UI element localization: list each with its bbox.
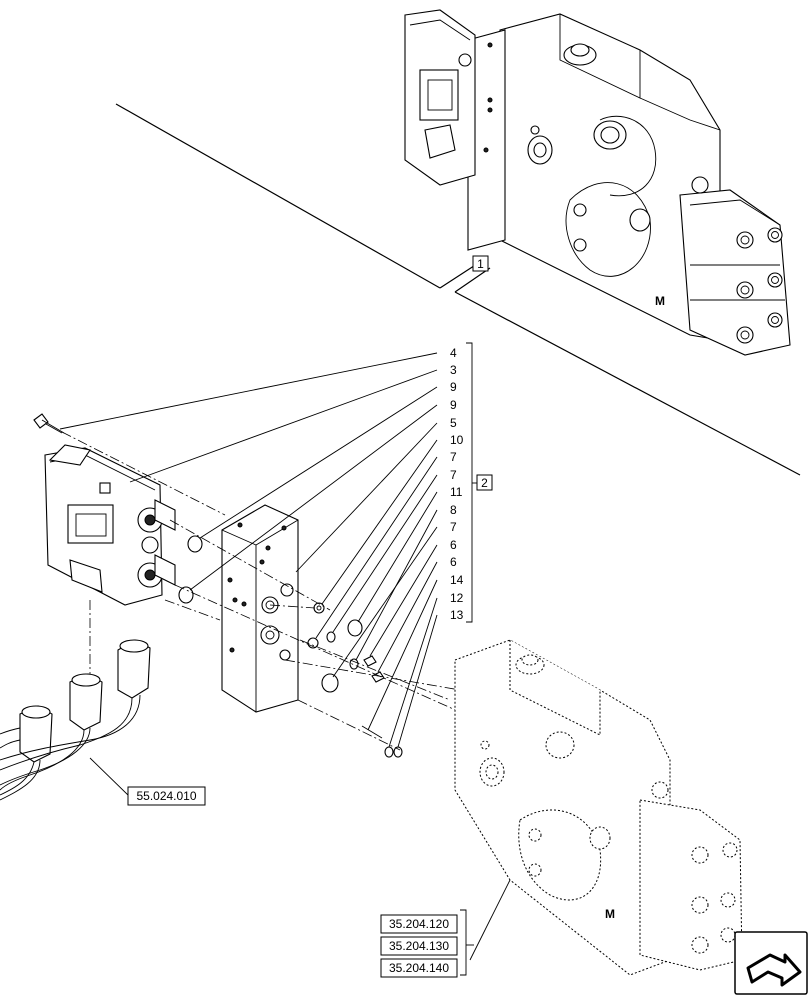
svg-text:6: 6 xyxy=(450,555,457,569)
svg-text:5: 5 xyxy=(450,416,457,430)
plug-part xyxy=(178,586,194,604)
svg-text:13: 13 xyxy=(450,608,464,622)
svg-text:3: 3 xyxy=(450,363,457,377)
svg-text:9: 9 xyxy=(450,380,457,394)
svg-text:2: 2 xyxy=(481,476,488,490)
svg-text:4: 4 xyxy=(450,346,457,360)
valve-section-ref-boxes[interactable]: 35.204.120 35.204.130 35.204.140 xyxy=(380,909,474,978)
svg-text:12: 12 xyxy=(450,591,464,605)
leader-lines xyxy=(59,352,438,748)
svg-text:7: 7 xyxy=(450,450,457,464)
svg-text:7: 7 xyxy=(450,520,457,534)
svg-text:9: 9 xyxy=(450,398,457,412)
callout-2[interactable]: 2 xyxy=(476,474,493,491)
svg-text:11: 11 xyxy=(450,485,463,499)
svg-text:7: 7 xyxy=(450,468,457,482)
svg-text:35.204.120: 35.204.120 xyxy=(389,917,449,931)
svg-text:55.024.010: 55.024.010 xyxy=(136,789,196,803)
svg-text:6: 6 xyxy=(450,538,457,552)
harness-ref-box[interactable]: 55.024.010 xyxy=(127,786,206,806)
lower-valve-section: M xyxy=(454,639,743,976)
item-number-list: 4 3 9 9 5 10 7 7 11 8 7 6 6 14 12 13 xyxy=(450,346,464,622)
svg-text:35.204.140: 35.204.140 xyxy=(389,961,449,975)
upper-valve-assembly: M xyxy=(115,9,801,476)
kit-bracket xyxy=(466,342,478,623)
svg-text:14: 14 xyxy=(450,573,464,587)
svg-text:8: 8 xyxy=(450,503,457,517)
screw-part xyxy=(33,413,65,434)
next-page-arrow-icon[interactable] xyxy=(734,931,808,995)
centerlines xyxy=(61,431,461,751)
svg-text:M: M xyxy=(605,907,615,921)
svg-text:M: M xyxy=(655,294,665,308)
callout-1[interactable]: 1 xyxy=(472,255,489,272)
adapter-plate xyxy=(221,504,299,713)
svg-text:35.204.130: 35.204.130 xyxy=(389,939,449,953)
harness-connectors xyxy=(0,639,151,801)
solenoid-module xyxy=(44,444,176,606)
svg-text:10: 10 xyxy=(450,433,464,447)
svg-text:1: 1 xyxy=(477,257,484,271)
plug-part xyxy=(187,535,203,553)
